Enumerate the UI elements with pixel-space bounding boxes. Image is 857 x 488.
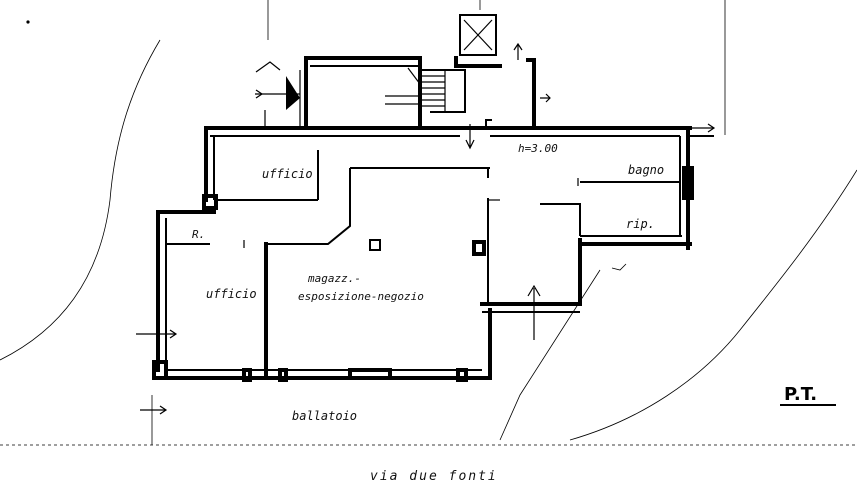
interior-partitions bbox=[166, 150, 680, 376]
label-street: via due fonti bbox=[370, 469, 498, 484]
label-ufficio-top: ufficio bbox=[262, 167, 313, 181]
label-esposizione-negozio: esposizione-negozio bbox=[298, 290, 424, 303]
stair-treads bbox=[420, 70, 446, 112]
entrance-arrows bbox=[136, 124, 627, 415]
label-ripostiglio: rip. bbox=[626, 217, 655, 231]
up-arrow-icon bbox=[527, 284, 541, 340]
label-ballatoio: ballatoio bbox=[292, 409, 357, 423]
site-boundary-lines bbox=[0, 0, 857, 446]
upper-annex bbox=[255, 14, 551, 130]
label-height: h=3.00 bbox=[518, 142, 558, 155]
label-r: R. bbox=[192, 228, 205, 241]
window-marks bbox=[152, 166, 694, 382]
right-arrow-icon bbox=[140, 405, 168, 415]
main-walls bbox=[156, 123, 716, 380]
label-floor: P.T. bbox=[784, 384, 817, 405]
label-ufficio-left: ufficio bbox=[206, 287, 257, 301]
label-magazzino: magazz.- bbox=[307, 272, 361, 285]
down-arrow-icon bbox=[465, 124, 475, 150]
label-bagno: bagno bbox=[628, 163, 664, 177]
right-arrow-icon bbox=[136, 329, 178, 339]
arrow-triangle-icon bbox=[286, 76, 300, 110]
